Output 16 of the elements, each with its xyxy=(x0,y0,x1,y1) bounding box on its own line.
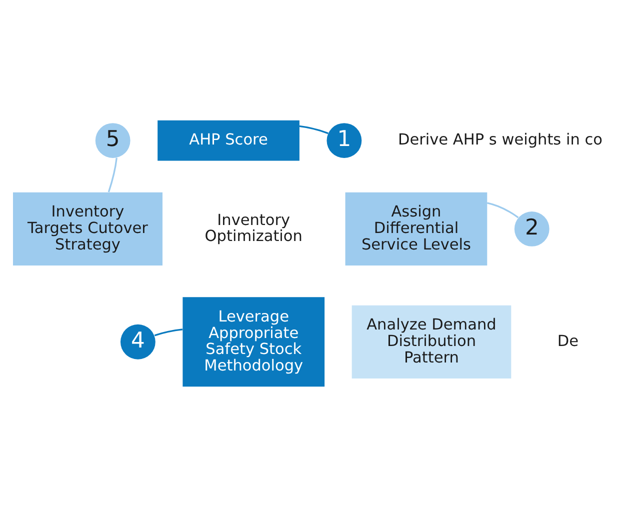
connector xyxy=(108,157,118,192)
label: De xyxy=(557,331,578,350)
node-circle: 5 xyxy=(95,122,130,158)
connector xyxy=(154,328,183,336)
node-circle: 2 xyxy=(514,210,550,246)
connector xyxy=(486,202,519,218)
node-box: Inventory Targets Cutover Strategy xyxy=(13,192,162,265)
node-box: Leverage Appropriate Safety Stock Methodology xyxy=(182,296,325,386)
node-box: Assign Differential Service Levels xyxy=(345,192,488,265)
node-circle: 4 xyxy=(120,324,156,359)
label: Derive AHP s weights in co xyxy=(398,130,602,148)
connector xyxy=(299,124,328,134)
node-text: Inventory Optimization xyxy=(204,210,302,245)
node-box: AHP Score xyxy=(158,120,300,160)
node-box: Analyze Demand Distribution Pattern xyxy=(352,304,512,378)
node-circle: 1 xyxy=(326,122,362,158)
